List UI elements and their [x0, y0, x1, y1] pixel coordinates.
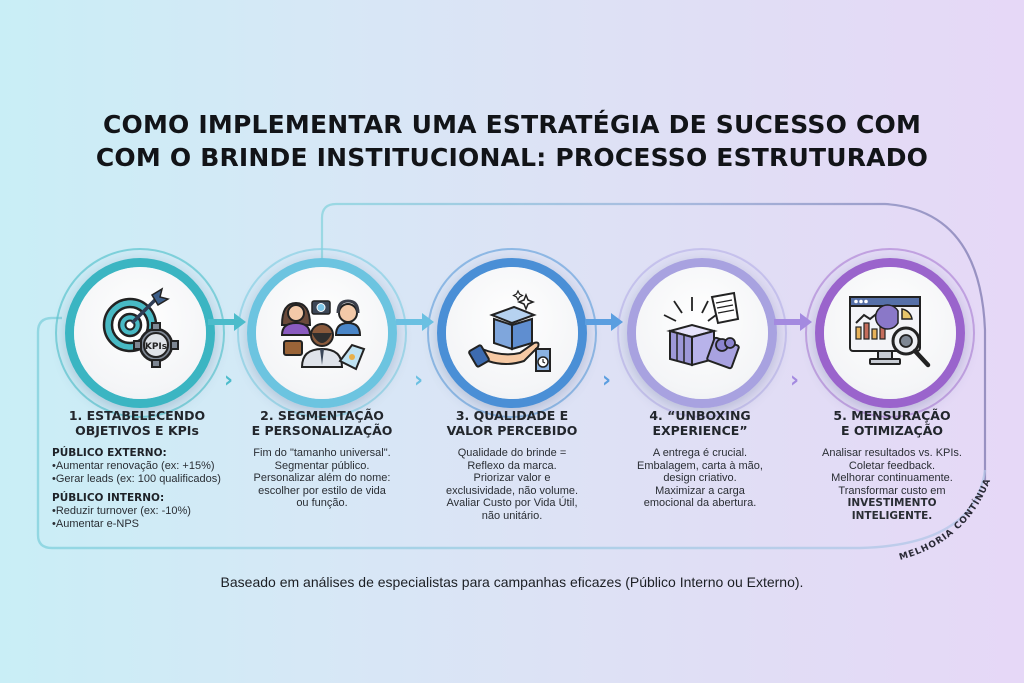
- footer-note: Baseado em análises de especialistas par…: [220, 574, 804, 590]
- chevron-right-icon: ›: [602, 368, 612, 393]
- step-2-body: Fim do "tamanho universal". Segmentar pú…: [253, 447, 391, 510]
- melhoria-continua-label: MELHORIA CONTÍNUA: [898, 477, 992, 563]
- chevron-right-icon: ›: [414, 368, 424, 393]
- list-item: Reduzir turnover (ex: -10%): [52, 505, 222, 518]
- page-title: COMO IMPLEMENTAR UMA ESTRATÉGIA DE SUCES…: [0, 108, 1024, 174]
- page-title-line-1: COMO IMPLEMENTAR UMA ESTRATÉGIA DE SUCES…: [102, 110, 922, 139]
- people-segmentation-icon: [280, 299, 366, 371]
- step-5-body: Analisar resultados vs. KPIs. Coletar fe…: [821, 447, 962, 522]
- arrow-right-icon: [585, 313, 623, 331]
- audience-group-external: PÚBLICO EXTERNO: Aumentar renovação (ex:…: [52, 447, 222, 485]
- list-item: Aumentar renovação (ex: +15%): [52, 460, 222, 473]
- analytics-monitor-icon: [849, 296, 931, 368]
- step-4-title: 4. “UNBOXING EXPERIENCE”: [649, 408, 751, 438]
- svg-text:KPIs: KPIs: [145, 342, 167, 352]
- step-3-icon-circle: [427, 248, 597, 418]
- arrow-right-icon: [208, 313, 246, 331]
- step-2-title: 2. SEGMENTAÇÃO E PERSONALIZAÇÃO: [251, 408, 393, 438]
- chevron-right-icon: ›: [224, 368, 234, 393]
- audience-group-internal: PÚBLICO INTERNO: Reduzir turnover (ex: -…: [52, 492, 222, 530]
- target-kpi-gear-icon: KPIs: [102, 287, 179, 368]
- page-title-line-2: COM O BRINDE INSTITUCIONAL: PROCESSO EST…: [95, 143, 929, 172]
- step-1-icon-circle: KPIs: [55, 248, 225, 418]
- step-3: 3. QUALIDADE E VALOR PERCEBIDO Qualidade…: [424, 408, 600, 523]
- step-5: 5. MENSURAÇÃO E OTIMIZAÇÃO Analisar resu…: [804, 408, 980, 523]
- step-1: 1. ESTABELECENDO OBJETIVOS E KPIs PÚBLIC…: [52, 408, 222, 537]
- arrow-right-icon: [396, 313, 434, 331]
- step-3-body: Qualidade do brinde = Reflexo da marca. …: [445, 447, 579, 522]
- svg-text:MELHORIA CONTÍNUA: MELHORIA CONTÍNUA: [898, 477, 993, 563]
- hand-gift-box-icon: [468, 289, 551, 372]
- step-4-body: A entrega é crucial. Embalagem, carta à …: [637, 447, 763, 510]
- list-item: Aumentar e-NPS: [52, 518, 222, 531]
- unboxing-gift-icon: [663, 291, 740, 370]
- step-1-body: PÚBLICO EXTERNO: Aumentar renovação (ex:…: [52, 447, 222, 530]
- step-5-title: 5. MENSURAÇÃO E OTIMIZAÇÃO: [833, 408, 951, 438]
- step-4: 4. “UNBOXING EXPERIENCE” A entrega é cru…: [612, 408, 788, 510]
- step-1-title: 1. ESTABELECENDO OBJETIVOS E KPIs: [68, 408, 206, 438]
- step-3-title: 3. QUALIDADE E VALOR PERCEBIDO: [446, 408, 578, 438]
- chevron-right-icon: ›: [790, 368, 800, 393]
- step-5-icon-circle: [805, 248, 975, 418]
- step-2-icon-circle: [237, 248, 407, 418]
- step-4-icon-circle: [617, 248, 787, 418]
- list-item: Gerar leads (ex: 100 qualificados): [52, 473, 222, 486]
- arrow-right-icon: [774, 313, 812, 331]
- step-2: 2. SEGMENTAÇÃO E PERSONALIZAÇÃO Fim do "…: [236, 408, 408, 510]
